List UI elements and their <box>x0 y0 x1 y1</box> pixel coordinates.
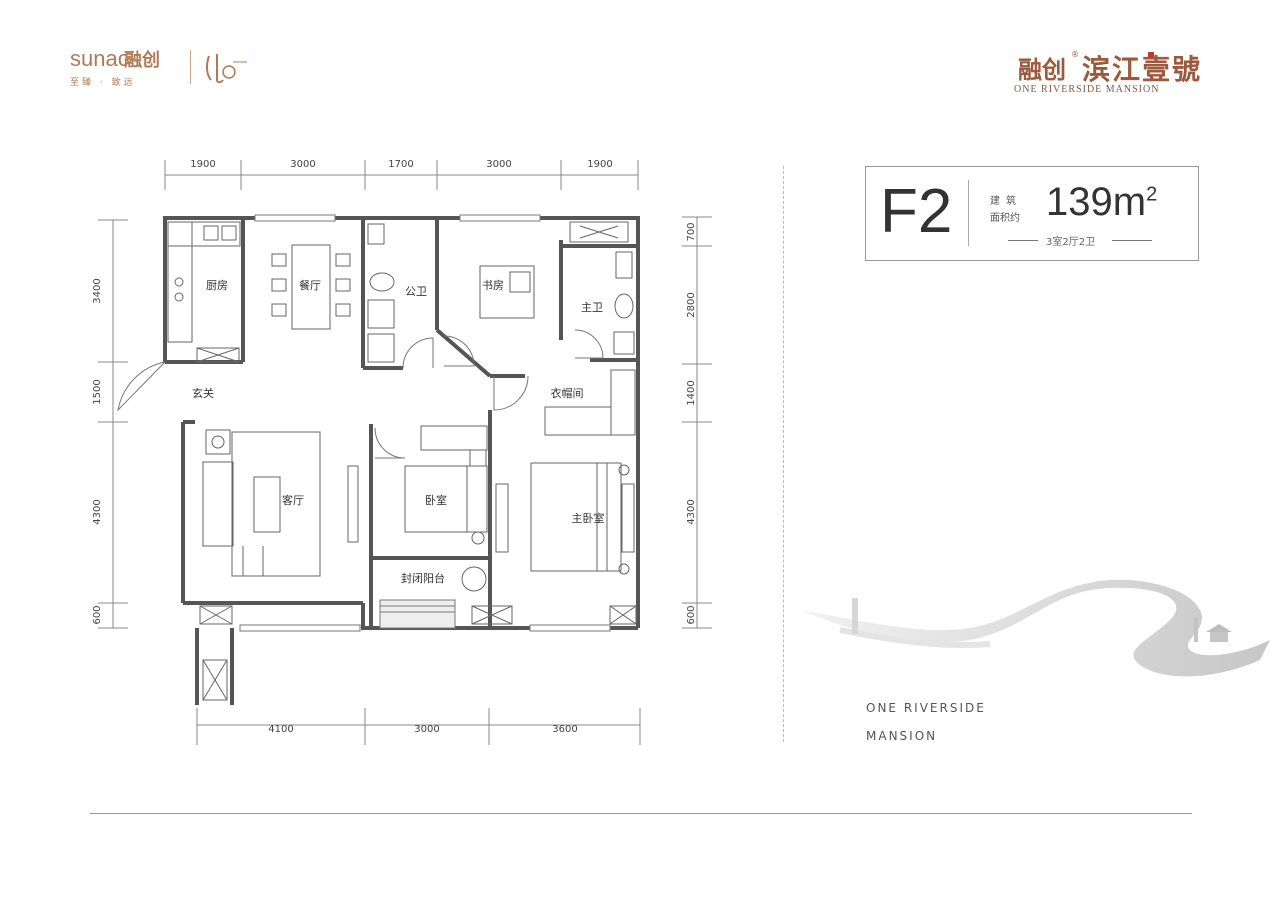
dim-top-4: 3000 <box>486 159 511 170</box>
unit-type: F2 <box>880 177 953 246</box>
dim-top-5: 1900 <box>587 159 612 170</box>
dim-bottom-1: 4100 <box>268 724 293 735</box>
dim-bottom-3: 3600 <box>552 724 577 735</box>
sunac-logo-text: SUNAC <box>70 46 129 71</box>
windows <box>239 214 611 632</box>
room-master-bath: 主卫 <box>581 301 603 314</box>
tagline-line-1: ONE RIVERSIDE <box>866 701 986 715</box>
layout-rule-right <box>1112 240 1152 241</box>
brand-slogan: 至臻 · 致远 <box>70 78 136 88</box>
unit-layout: 3室2厅2卫 <box>1046 237 1096 248</box>
room-foyer: 玄关 <box>192 386 214 400</box>
room-kitchen: 厨房 <box>206 279 228 292</box>
dim-right-2: 2800 <box>686 292 697 317</box>
dim-left-2: 1500 <box>92 379 103 404</box>
project-name-en: ONE RIVERSIDE MANSION <box>1014 84 1160 95</box>
brand-divider <box>190 50 191 84</box>
furniture <box>167 221 637 701</box>
room-bedroom: 卧室 <box>425 493 447 507</box>
walls <box>163 216 640 705</box>
red-seal-icon <box>1148 52 1154 58</box>
floor-plan: 1900 3000 1700 3000 1900 4100 3000 3600 … <box>92 159 712 745</box>
brand-emblem-icon <box>205 54 247 84</box>
area-label-1: 建筑 <box>990 196 1022 207</box>
dim-left-3: 4300 <box>92 499 103 524</box>
area-value: 139m <box>1046 180 1147 224</box>
room-cloakroom: 衣帽间 <box>551 386 584 400</box>
area-label-2: 面积约 <box>990 213 1020 224</box>
dim-left-1: 3400 <box>92 278 103 303</box>
dim-right-3: 1400 <box>686 380 697 405</box>
doors <box>117 329 604 459</box>
room-labels: 厨房 餐厅 公卫 书房 主卫 玄关 衣帽间 客厅 卧室 主卧室 封闭阳台 <box>192 278 605 585</box>
project-name: 滨江壹號 <box>1082 53 1203 86</box>
room-study: 书房 <box>482 279 504 292</box>
sunac-logo-cn: 融创 <box>124 50 160 71</box>
room-master-bedroom: 主卧室 <box>572 511 605 525</box>
dim-top-1: 1900 <box>190 159 215 170</box>
dim-left-4: 600 <box>92 605 103 624</box>
unit-info-box <box>865 166 1199 261</box>
room-enclosed-balcony: 封闭阳台 <box>401 571 445 585</box>
unit-area: 139m2 <box>1046 180 1157 225</box>
dim-right-4: 4300 <box>686 499 697 524</box>
dim-top-3: 1700 <box>388 159 413 170</box>
room-living: 客厅 <box>282 493 304 507</box>
dim-right-1: 700 <box>686 222 697 241</box>
project-brand: 融创 <box>1018 55 1066 84</box>
footer-rule <box>90 813 1192 814</box>
layout-rule-left <box>1008 240 1038 241</box>
registered-mark-icon: ® <box>1071 50 1079 59</box>
room-dining: 餐厅 <box>299 278 321 292</box>
room-public-bath: 公卫 <box>405 285 427 298</box>
dim-top-2: 3000 <box>290 159 315 170</box>
area-superscript: 2 <box>1146 183 1158 206</box>
dim-right-5: 600 <box>686 605 697 624</box>
dimension-lines <box>98 160 712 745</box>
tagline-line-2: MANSION <box>866 729 938 743</box>
vertical-divider <box>783 166 784 742</box>
ink-landscape-decoration <box>800 579 1270 677</box>
dimension-labels: 1900 3000 1700 3000 1900 4100 3000 3600 … <box>92 159 697 735</box>
dim-bottom-2: 3000 <box>414 724 439 735</box>
info-divider <box>968 180 969 246</box>
